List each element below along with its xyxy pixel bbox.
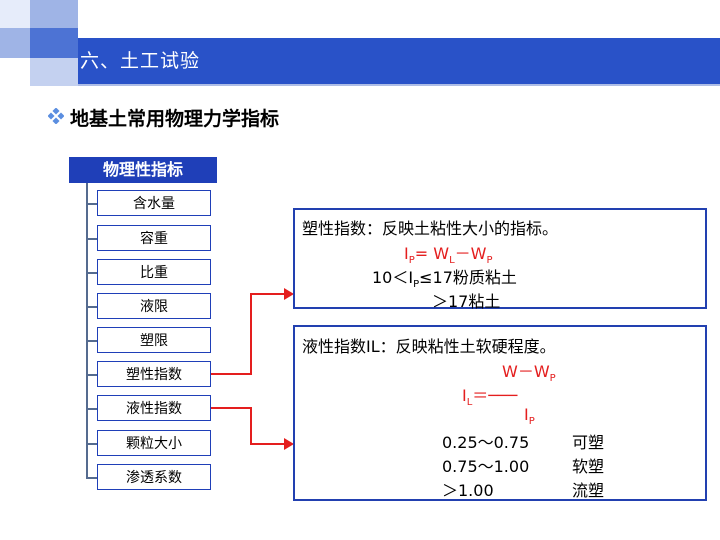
arrow-line [211,407,252,409]
arrow-line [250,293,252,375]
tree-item: 含水量 [97,190,211,216]
liquidity-range-value: ＞1.00 [442,481,494,500]
tree-item: 颗粒大小 [97,430,211,456]
tree-connector [86,183,88,478]
plasticity-index-box [293,208,707,309]
slide-title: 六、土工试验 [80,50,201,72]
diamond-bullet-icon [48,108,64,124]
tree-item: 容重 [97,225,211,251]
decor-square [30,28,78,58]
liquidity-heading: 液性指数IL：反映粘性土软硬程度。 [302,337,556,356]
liquidity-index-box [293,325,707,501]
liquidity-range-state: 可塑 [572,433,605,452]
tree-item: 液限 [97,293,211,319]
header-divider [78,84,720,86]
liquidity-formula-numerator: W－WP [502,362,556,385]
tree-connector [86,443,97,445]
liquidity-range-value: 0.75～1.00 [442,457,530,476]
tree-connector [86,238,97,240]
decor-square [0,0,30,28]
plasticity-range-clay: ＞17粘土 [432,292,501,311]
liquidity-range-state: 软塑 [572,457,605,476]
tree-item-liquidity-index: 液性指数 [97,395,211,421]
tree-connector [86,272,97,274]
tree-connector [86,306,97,308]
arrow-line [211,373,252,375]
liquidity-range-value: 0.25～0.75 [442,433,530,452]
tree-root: 物理性指标 [69,157,217,183]
arrow-head-icon [284,438,294,450]
section-subtitle: 地基土常用物理力学指标 [70,108,280,130]
tree-item: 塑限 [97,327,211,353]
arrow-line [250,443,284,445]
plasticity-range-silty-clay: 10＜IP≤17粉质粘土 [372,268,517,291]
arrow-line [250,293,284,295]
tree-item: 渗透系数 [97,464,211,490]
tree-connector [86,203,97,205]
plasticity-formula: IP= WL－WP [404,244,493,267]
tree-item-plasticity-index: 塑性指数 [97,361,211,387]
header-bar [78,38,720,84]
liquidity-formula-lhs: IL＝─── [462,386,518,409]
tree-connector [86,374,97,376]
liquidity-range-state: 流塑 [572,481,605,500]
arrow-head-icon [284,288,294,300]
decor-square [30,58,78,86]
decor-square [30,0,78,28]
arrow-line [250,407,252,445]
liquidity-formula-denominator: IP [524,405,535,428]
tree-item: 比重 [97,259,211,285]
tree-connector [86,408,97,410]
decor-square [0,28,30,58]
tree-connector [86,340,97,342]
plasticity-heading: 塑性指数：反映土粘性大小的指标。 [302,219,559,238]
tree-connector [86,477,97,479]
